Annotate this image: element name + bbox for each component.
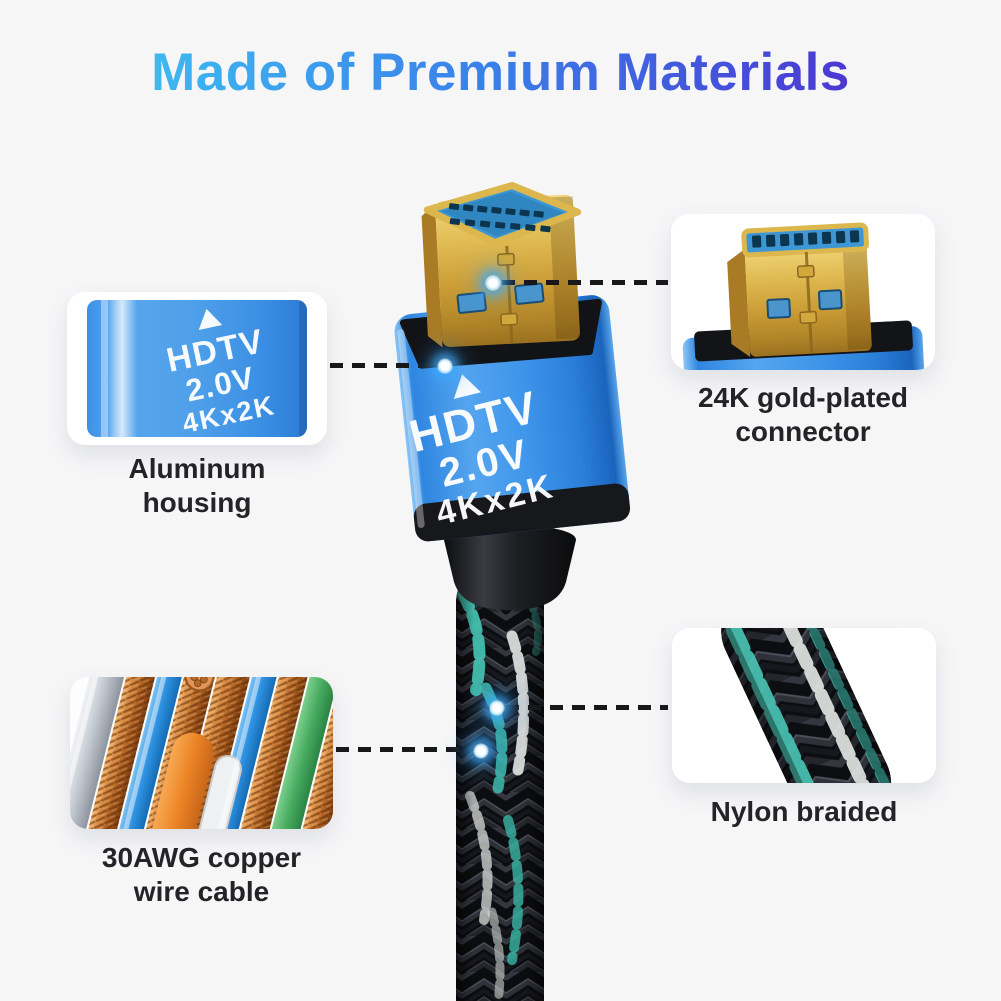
callout-card-copper [70,677,333,829]
callout-card-aluminum: HDTV 2.0V 4Kx2K [67,292,327,445]
label-line: Nylon braided [710,796,898,827]
copper-wires-photo [70,677,333,829]
label-line: connector [735,416,871,447]
leader-line-nylon [506,705,668,710]
callout-card-nylon [672,628,936,783]
callout-card-gold [671,214,935,370]
leader-line-aluminum [330,363,436,368]
leader-line-gold [502,280,668,285]
label-line: 30AWG copper [101,842,302,873]
glow-dot-aluminum [437,358,453,374]
gold-plug-closeup [727,222,872,358]
label-line: 24K gold-plated [697,382,908,413]
gold-plug [421,182,582,348]
page-title: Made of Premium Materials [0,42,1001,103]
callout-label-aluminum: Aluminum housing [67,452,327,520]
up-triangle-icon [198,308,223,330]
glow-dot-gold [485,275,501,291]
braided-cable [456,578,544,1001]
nylon-braid-photo [672,628,936,783]
glow-dot-nylon [489,700,505,716]
callout-label-copper: 30AWG copper wire cable [70,841,333,909]
callout-label-gold: 24K gold-plated connector [671,381,935,449]
up-triangle-icon [453,374,482,400]
gold-connector-photo [671,214,935,370]
label-line: Aluminum [128,453,266,484]
glow-dot-copper [473,743,489,759]
label-line: housing [142,487,252,518]
cable-collar [444,525,576,610]
callout-label-nylon: Nylon braided [672,795,936,829]
leader-line-copper [336,747,472,752]
label-line: wire cable [133,876,270,907]
aluminum-housing-photo: HDTV 2.0V 4Kx2K [87,300,307,437]
